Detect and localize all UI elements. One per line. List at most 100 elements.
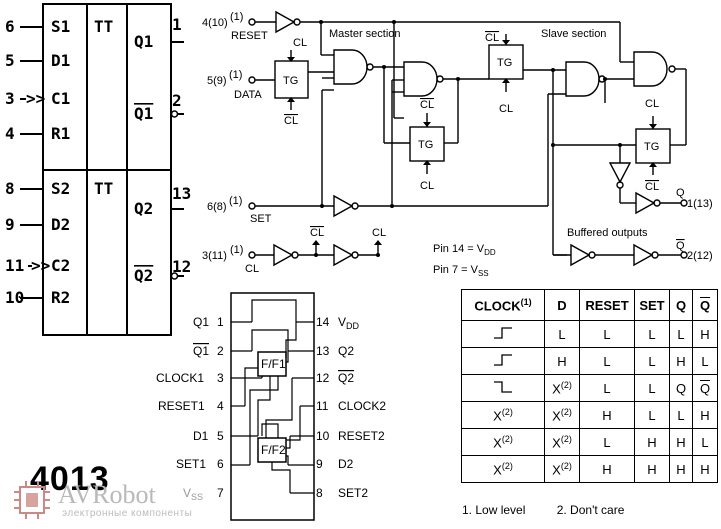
output-inverter-vertical bbox=[608, 162, 632, 184]
watermark-chip-logo bbox=[14, 481, 50, 519]
master-section-label: Master section bbox=[329, 28, 401, 40]
header-qbar: Q bbox=[692, 289, 718, 321]
slave-section-label: Slave section bbox=[541, 28, 606, 40]
reset-inverter bbox=[275, 10, 296, 34]
table-row: H L L H L bbox=[461, 347, 718, 375]
cell: H bbox=[692, 401, 718, 429]
ff1-pin-c: 3 bbox=[5, 89, 15, 108]
ff2-pin-c: 11 bbox=[5, 256, 24, 275]
ff2-input-d: D2 bbox=[51, 215, 70, 234]
cell: L bbox=[669, 401, 693, 429]
slave-nand-2 bbox=[633, 51, 668, 87]
qbar-terminal bbox=[680, 251, 688, 259]
ff1-clock-marker: >> bbox=[26, 89, 45, 108]
header-reset: RESET bbox=[579, 289, 635, 321]
ff1-pin-qbar: 2 bbox=[172, 91, 182, 110]
cell: L bbox=[634, 320, 670, 348]
clock-pin-number: 3(11) bbox=[202, 250, 227, 262]
cell: X(2) bbox=[544, 428, 580, 456]
pin-label-q2bar: Q2 bbox=[338, 371, 354, 385]
watermark-name: AVRobot bbox=[58, 480, 156, 509]
cell: Q bbox=[669, 374, 693, 402]
truth-table: CLOCK(1) D RESET SET Q Q L L L L H H L L… bbox=[461, 289, 718, 483]
cell: H bbox=[579, 401, 635, 429]
qbar-buffer-2 bbox=[633, 243, 654, 267]
cell: X(2) bbox=[461, 428, 545, 456]
cl-label: CL bbox=[499, 103, 513, 115]
cell: L bbox=[579, 374, 635, 402]
table-row: X(2) X(2) H L L H bbox=[461, 401, 718, 429]
ff1-output-q: Q1 bbox=[134, 32, 153, 51]
pin-label-d2: D2 bbox=[338, 457, 354, 471]
cell: X(2) bbox=[461, 455, 545, 483]
table-row: X(2) X(2) L H H L bbox=[461, 428, 718, 456]
watermark-tagline: электронные компоненты bbox=[62, 508, 193, 519]
cell: H bbox=[669, 347, 693, 375]
cell: H bbox=[544, 347, 580, 375]
tg-label: TG bbox=[418, 139, 433, 151]
cell: L bbox=[634, 401, 670, 429]
set-inverter bbox=[333, 194, 354, 218]
clock-rising-edge-icon bbox=[461, 347, 545, 375]
ff1-block-label: F/F1 bbox=[261, 357, 286, 371]
cell: L bbox=[579, 320, 635, 348]
tg-label: TG bbox=[497, 57, 512, 69]
q-output-label: Q bbox=[676, 187, 685, 199]
cell: H bbox=[634, 428, 670, 456]
cell: L bbox=[579, 347, 635, 375]
qbar-output-pin: 2(12) bbox=[687, 250, 713, 262]
ff1-pin-r: 4 bbox=[5, 124, 15, 143]
set-pin-sup: (1) bbox=[229, 195, 242, 207]
pin-number-13: 13 bbox=[316, 344, 330, 358]
pin-label-q1bar: Q1 bbox=[193, 344, 209, 358]
pin-number-12: 12 bbox=[316, 371, 330, 385]
pin-number-11: 11 bbox=[316, 399, 329, 413]
pin-number-8: 8 bbox=[316, 486, 323, 500]
qbar-output-label: Q bbox=[676, 240, 685, 252]
data-pin-number: 5(9) bbox=[207, 75, 227, 87]
cl-label: CL bbox=[293, 37, 307, 49]
q-output-buffer bbox=[635, 191, 656, 215]
cell: L bbox=[579, 428, 635, 456]
ff1-output-qbar: Q1 bbox=[134, 104, 153, 123]
cl-label: CL bbox=[372, 227, 386, 239]
ff1-pin-d: 5 bbox=[5, 51, 15, 70]
negation-bubble bbox=[170, 272, 179, 280]
cl-label: CL bbox=[645, 98, 659, 110]
ff2-input-c: C2 bbox=[51, 256, 70, 275]
reset-pin-number: 4(10) bbox=[202, 17, 228, 29]
q-output-pin: 1(13) bbox=[687, 198, 713, 210]
ff1-pin-q: 1 bbox=[172, 15, 182, 34]
ff1-input-r: R1 bbox=[51, 124, 70, 143]
tg-label: TG bbox=[644, 141, 659, 153]
ff1-input-d: D1 bbox=[51, 51, 70, 70]
ff2-block bbox=[257, 437, 287, 463]
pin-number-7: 7 bbox=[217, 486, 224, 500]
cell: L bbox=[544, 320, 580, 348]
tg-label: TG bbox=[283, 75, 298, 87]
cell: H bbox=[669, 428, 693, 456]
pin-number-1: 1 bbox=[217, 315, 224, 329]
data-pin-sup: (1) bbox=[229, 69, 242, 81]
pin-label-reset1: RESET1 bbox=[158, 399, 205, 413]
clock-pin-sup: (1) bbox=[230, 244, 243, 256]
table-row: X(2) X(2) H H H H bbox=[461, 455, 718, 483]
cell: X(2) bbox=[544, 455, 580, 483]
ff1-input-c: C1 bbox=[51, 89, 70, 108]
ff1-pin-s: 6 bbox=[5, 17, 15, 36]
cl-bar-label: CL bbox=[284, 115, 298, 127]
pin-label-vdd: VDD bbox=[338, 315, 360, 331]
header-q: Q bbox=[669, 289, 693, 321]
ff2-clock-marker: >> bbox=[31, 256, 50, 275]
clock-falling-edge-icon bbox=[461, 374, 545, 402]
cell: H bbox=[692, 320, 718, 348]
q-terminal bbox=[680, 199, 688, 207]
table-row: L L L L H bbox=[461, 320, 718, 348]
ff2-input-r: R2 bbox=[51, 288, 70, 307]
ff2-pin-d: 9 bbox=[5, 215, 15, 234]
pin-number-5: 5 bbox=[217, 429, 224, 443]
table-row: X(2) L L Q Q bbox=[461, 374, 718, 402]
pin-label-reset2: RESET2 bbox=[338, 429, 385, 443]
